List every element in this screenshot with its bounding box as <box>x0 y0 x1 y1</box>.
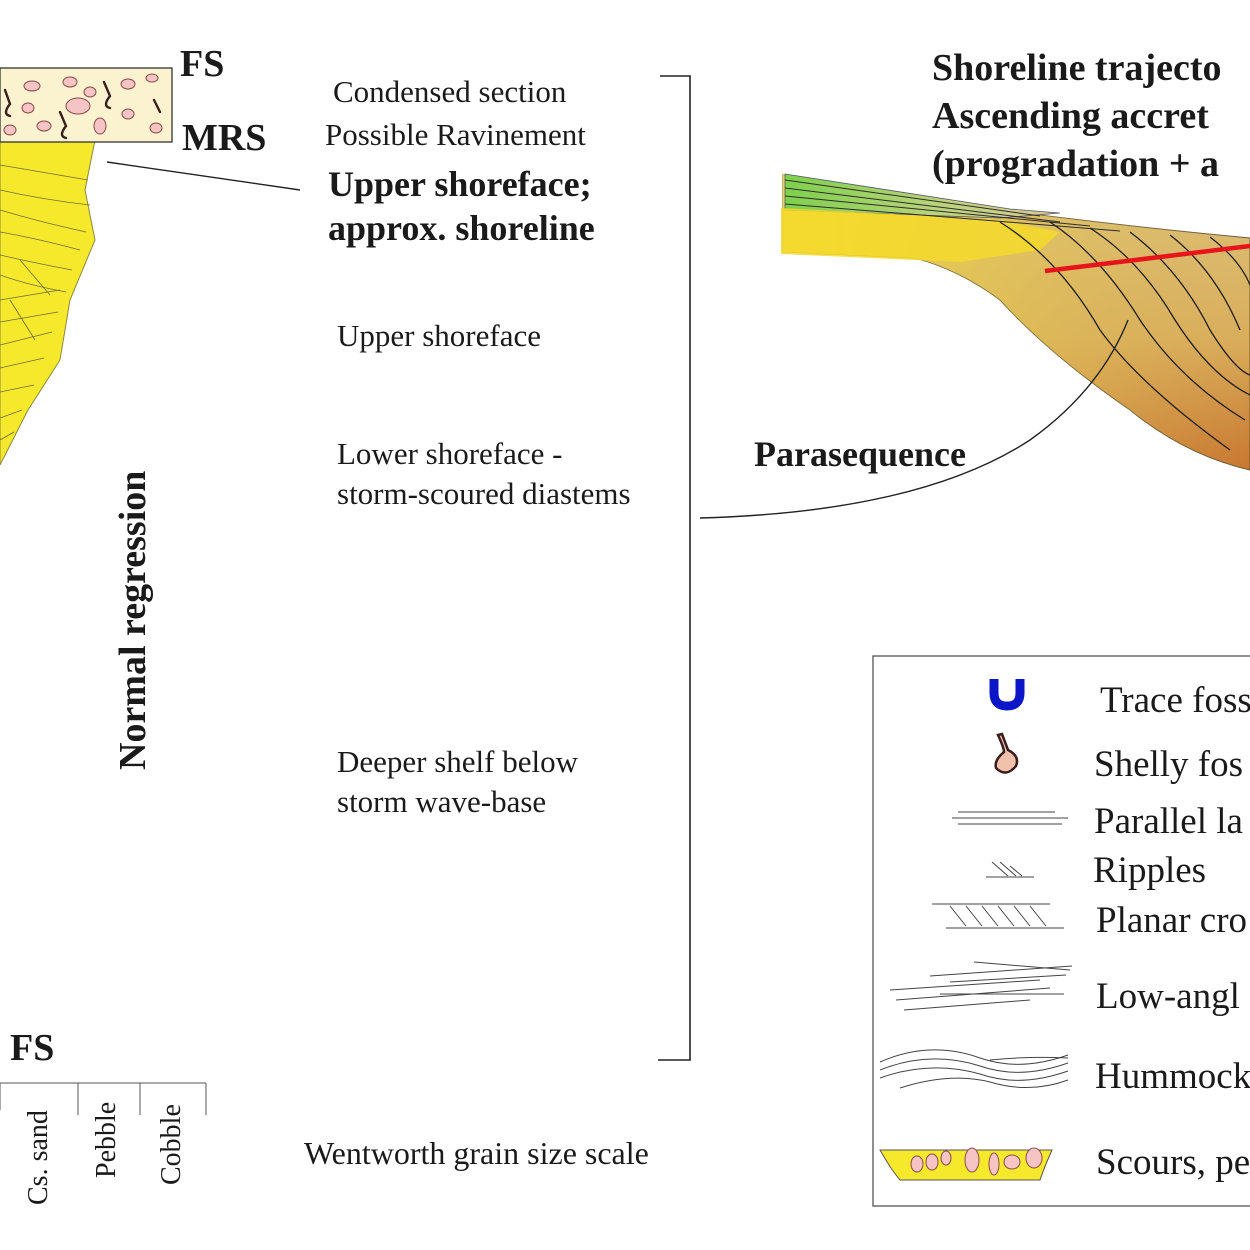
parasequence-leader-line <box>699 319 1129 519</box>
fs-top-label: FS <box>180 43 224 85</box>
shelly-fossil-icons-in-bed <box>3 80 162 140</box>
clinoform-lines <box>999 221 1250 451</box>
upper-shoreface-shoreline-line1: Upper shoreface; <box>328 164 592 204</box>
sand-laminations <box>0 164 91 441</box>
grain-size-pebble: Pebble <box>91 1102 122 1178</box>
deeper-shelf-line2: storm wave-base <box>337 784 546 819</box>
trajectory-title-line1: Shoreline trajecto <box>932 47 1222 89</box>
upper-shoreface-text: Upper shoreface <box>337 318 541 353</box>
legend-label-planar-cross-bedding: Planar cro <box>1096 900 1247 941</box>
wentworth-scale-caption: Wentworth grain size scale <box>304 1135 649 1171</box>
trajectory-title-line3: (progradation + a <box>932 143 1219 185</box>
planar-cross-bedding-icon <box>932 903 1064 929</box>
trajectory-diagram: Shoreline trajecto Ascending accret (pro… <box>699 47 1250 519</box>
pebbles <box>3 73 163 136</box>
legend-label-shelly-fossil: Shelly fos <box>1094 744 1243 785</box>
legend-label-trace-fossil: Trace foss <box>1100 680 1250 721</box>
upper-yellow-band <box>781 208 1060 262</box>
legend-label-parallel-lamination: Parallel la <box>1094 801 1243 842</box>
lower-shoreface-line2: storm-scoured diastems <box>337 476 631 511</box>
legend-label-low-angle: Low-angl <box>1096 976 1240 1017</box>
parallel-lamination-icon <box>952 811 1068 825</box>
hummocky-cross-stratification-icon <box>879 1049 1069 1089</box>
shelly-fossil-icon <box>994 732 1019 774</box>
legend-label-scours-pebbles: Scours, pe <box>1096 1142 1250 1183</box>
trajectory-title-line2: Ascending accret <box>932 95 1209 137</box>
parasequence-label: Parasequence <box>754 434 966 474</box>
legend-label-ripples: Ripples <box>1093 850 1206 891</box>
trace-fossil-icon <box>989 679 1025 711</box>
shoreline-trajectory-line <box>1044 243 1250 274</box>
grain-size-scale <box>0 1082 207 1115</box>
shoreface-sand-body <box>0 139 96 466</box>
normal-regression-label: Normal regression <box>112 471 154 770</box>
possible-ravinement-text: Possible Ravinement <box>325 117 586 152</box>
legend: Trace foss Shelly fos Parallel la Ripple… <box>872 655 1250 1207</box>
shoreline-leader-line <box>106 161 301 191</box>
ripples-icon <box>986 861 1034 878</box>
scours-pebbles-icon <box>879 1147 1053 1181</box>
upper-shoreface-shoreline-line2: approx. shoreline <box>328 208 595 248</box>
grain-size-cs-sand: Cs. sand <box>23 1110 54 1205</box>
legend-box <box>872 655 1250 1207</box>
mrs-label: MRS <box>182 117 266 159</box>
fs-bottom-label: FS <box>10 1027 54 1069</box>
lower-shoreface-line1: Lower shoreface - <box>337 436 562 471</box>
grain-size-cobble: Cobble <box>156 1104 187 1185</box>
deeper-shelf-line1: Deeper shelf below <box>337 744 579 779</box>
legend-label-hummocky: Hummock <box>1095 1056 1250 1097</box>
sedimentary-log: FS MRS Normal regression FS Cs. sand Peb… <box>0 43 649 1205</box>
topset-lines <box>784 179 1121 232</box>
parasequence-bracket <box>658 75 691 1061</box>
condensed-section-text: Condensed section <box>333 74 567 109</box>
facies-annotations: Condensed section Possible Ravinement Up… <box>325 74 691 1061</box>
low-angle-lamination-icon <box>889 961 1073 1011</box>
